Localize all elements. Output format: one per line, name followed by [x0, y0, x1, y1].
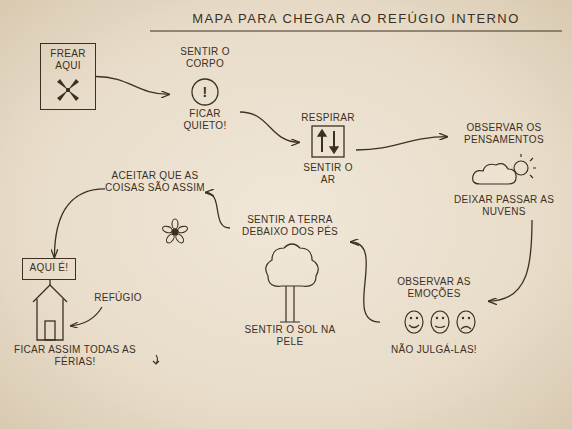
step-heading: SENTIR O CORPO [170, 46, 240, 70]
up-arrow [321, 134, 323, 152]
step-heading: AQUI É! [23, 262, 75, 274]
ground-step: SENTIR A TERRA DEBAIXO DOS PÉS SENTIR O S… [230, 214, 350, 354]
cloud [473, 164, 516, 184]
eyes [410, 317, 470, 319]
breath-step: RESPIRAR SENTIR O AR [300, 112, 356, 188]
smile [409, 325, 419, 328]
thoughts-step: OBSERVAR OS PENSAMENTOS DEIXAR PASSAR AS … [448, 122, 560, 220]
down-arrow [333, 131, 335, 149]
flower-center [172, 229, 178, 235]
house-icon [33, 280, 67, 340]
flow-arrow [96, 77, 170, 95]
breath-icon [312, 126, 344, 157]
emotion-faces [405, 311, 475, 333]
start-box: FREAR AQUI [40, 43, 96, 110]
flow-arrow [54, 189, 105, 258]
step-heading: OBSERVAR OS PENSAMENTOS [448, 122, 560, 146]
pinwheel-icon [57, 79, 79, 101]
house-walls [37, 299, 63, 340]
cloud-icon [473, 154, 536, 184]
calm-face [431, 311, 449, 333]
note-label: FICAR ASSIM TODAS AS FÉRIAS! [6, 344, 144, 368]
step-note: ! [170, 85, 240, 99]
up-arrow-head [318, 130, 326, 136]
body-step: SENTIR O CORPO! FICAR QUIETO! [170, 46, 240, 134]
flow-arrow [356, 137, 448, 150]
step-heading: OBSERVAR AS EMOÇÕES [380, 276, 488, 300]
accept-step: ACEITAR QUE AS COISAS SÃO ASSIM [105, 170, 205, 245]
frown [461, 327, 471, 330]
breath-box [312, 126, 344, 157]
step-note: SENTIR O SOL NA PELE [230, 324, 350, 348]
tree-icon [266, 244, 319, 322]
note-label: REFÚGIO [88, 292, 148, 304]
step-heading: RESPIRAR [300, 112, 356, 124]
sad-face [457, 311, 475, 333]
petal [177, 225, 188, 234]
flow-arrow [350, 242, 380, 322]
diagram-title: MAPA PARA CHEGAR AO REFÚGIO INTERNO [150, 11, 562, 27]
step-note: NÃO JULGÁ-LAS! [380, 344, 488, 356]
tree-crown [266, 244, 319, 286]
step-note: SENTIR O AR [300, 162, 356, 186]
pinwheel-hub [66, 88, 70, 92]
step-note: FICAR QUIETO! [170, 108, 240, 132]
small-arrow-mark [153, 355, 159, 364]
flower-icon [162, 219, 189, 244]
step-heading: SENTIR A TERRA DEBAIXO DOS PÉS [230, 214, 350, 238]
house-roof [33, 285, 67, 302]
house-door [45, 321, 55, 340]
down-arrow-head [330, 147, 338, 153]
refuge-sign: AQUI É! [22, 258, 76, 280]
petal [162, 225, 173, 234]
leader-arrow [70, 307, 102, 326]
emotions-step: OBSERVAR AS EMOÇÕES NÃO JULGÁ-LAS! [380, 276, 488, 360]
step-note: DEIXAR PASSAR AS NUVENS [448, 194, 560, 218]
petal [172, 219, 178, 229]
happy-face [405, 311, 423, 333]
flow-arrow [205, 193, 230, 229]
step-heading: FREAR AQUI [41, 48, 95, 72]
slight-smile [435, 326, 445, 328]
flow-arrow [488, 220, 532, 301]
title-underline [150, 31, 562, 32]
step-heading: ACEITAR QUE AS COISAS SÃO ASSIM [105, 170, 205, 194]
tree-trunk [280, 286, 300, 322]
flow-arrow [240, 112, 300, 142]
sun-rays [521, 154, 536, 178]
